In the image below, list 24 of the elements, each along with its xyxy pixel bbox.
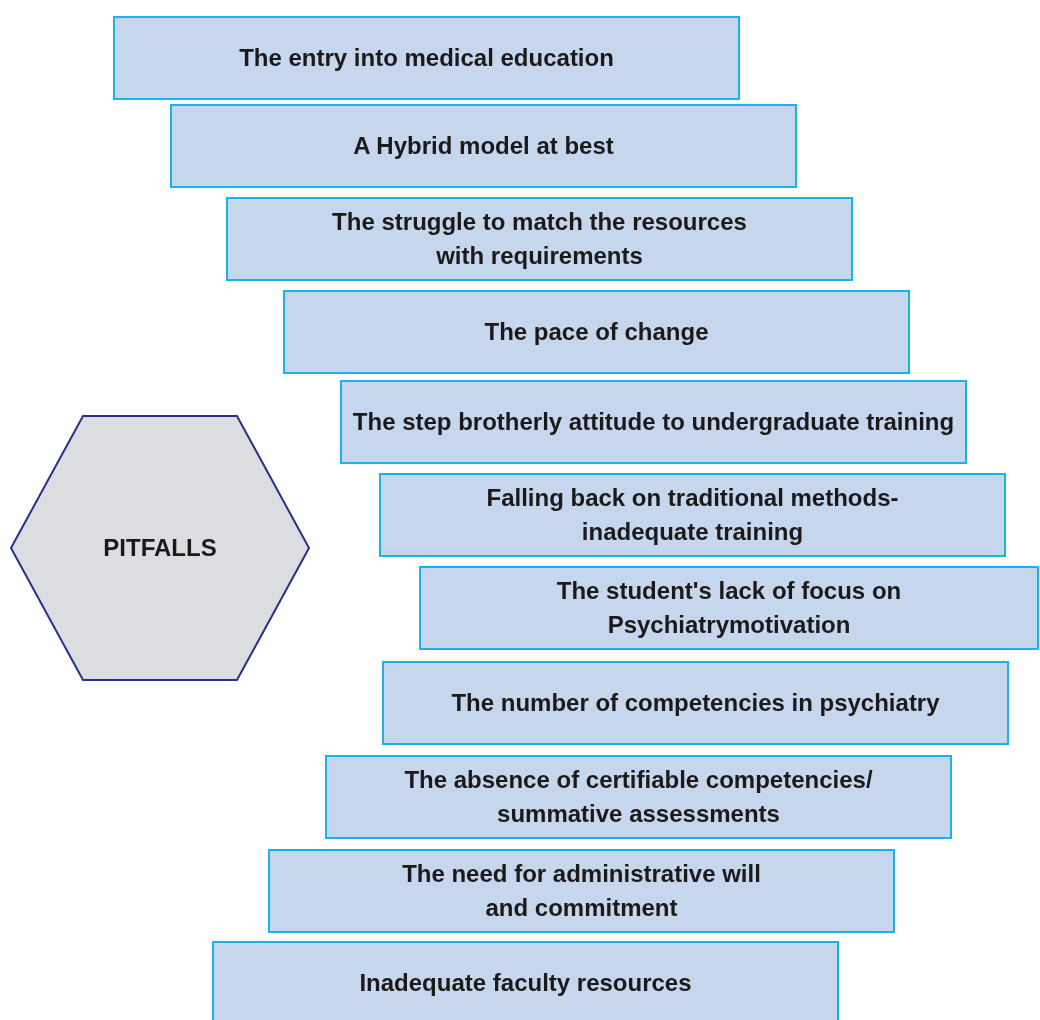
node-text: A Hybrid model at best: [353, 131, 614, 161]
node-text: The absence of certifiable competencies/ summative assessments: [403, 765, 874, 829]
node-text: Falling back on traditional methods- inadequate training: [485, 483, 900, 547]
text-box: [212, 941, 839, 1020]
text-box: [170, 104, 797, 188]
text-box: [325, 755, 952, 839]
node-text: PITFALLS: [103, 533, 217, 563]
node-text: The entry into medical education: [239, 43, 614, 73]
text-box: [379, 473, 1006, 557]
node-text: The student's lack of focus on Psychiatrymotivation: [555, 576, 903, 640]
node-text: The need for administrative will and commitment: [401, 859, 762, 923]
text-box: [226, 197, 853, 281]
node-text: The pace of change: [484, 317, 709, 347]
node-text: Inadequate faculty resources: [359, 968, 692, 998]
hexagon-node: [10, 415, 310, 681]
node-text: The step brotherly attitude to undergraduate training: [352, 407, 955, 437]
text-box: [268, 849, 895, 933]
text-box: [113, 16, 740, 100]
text-box: [419, 566, 1039, 650]
node-text: The number of competencies in psychiatry: [451, 688, 940, 718]
node-text: The struggle to match the resources with requirements: [331, 207, 748, 271]
text-box: [382, 661, 1009, 745]
text-box: [340, 380, 967, 464]
text-box: [283, 290, 910, 374]
